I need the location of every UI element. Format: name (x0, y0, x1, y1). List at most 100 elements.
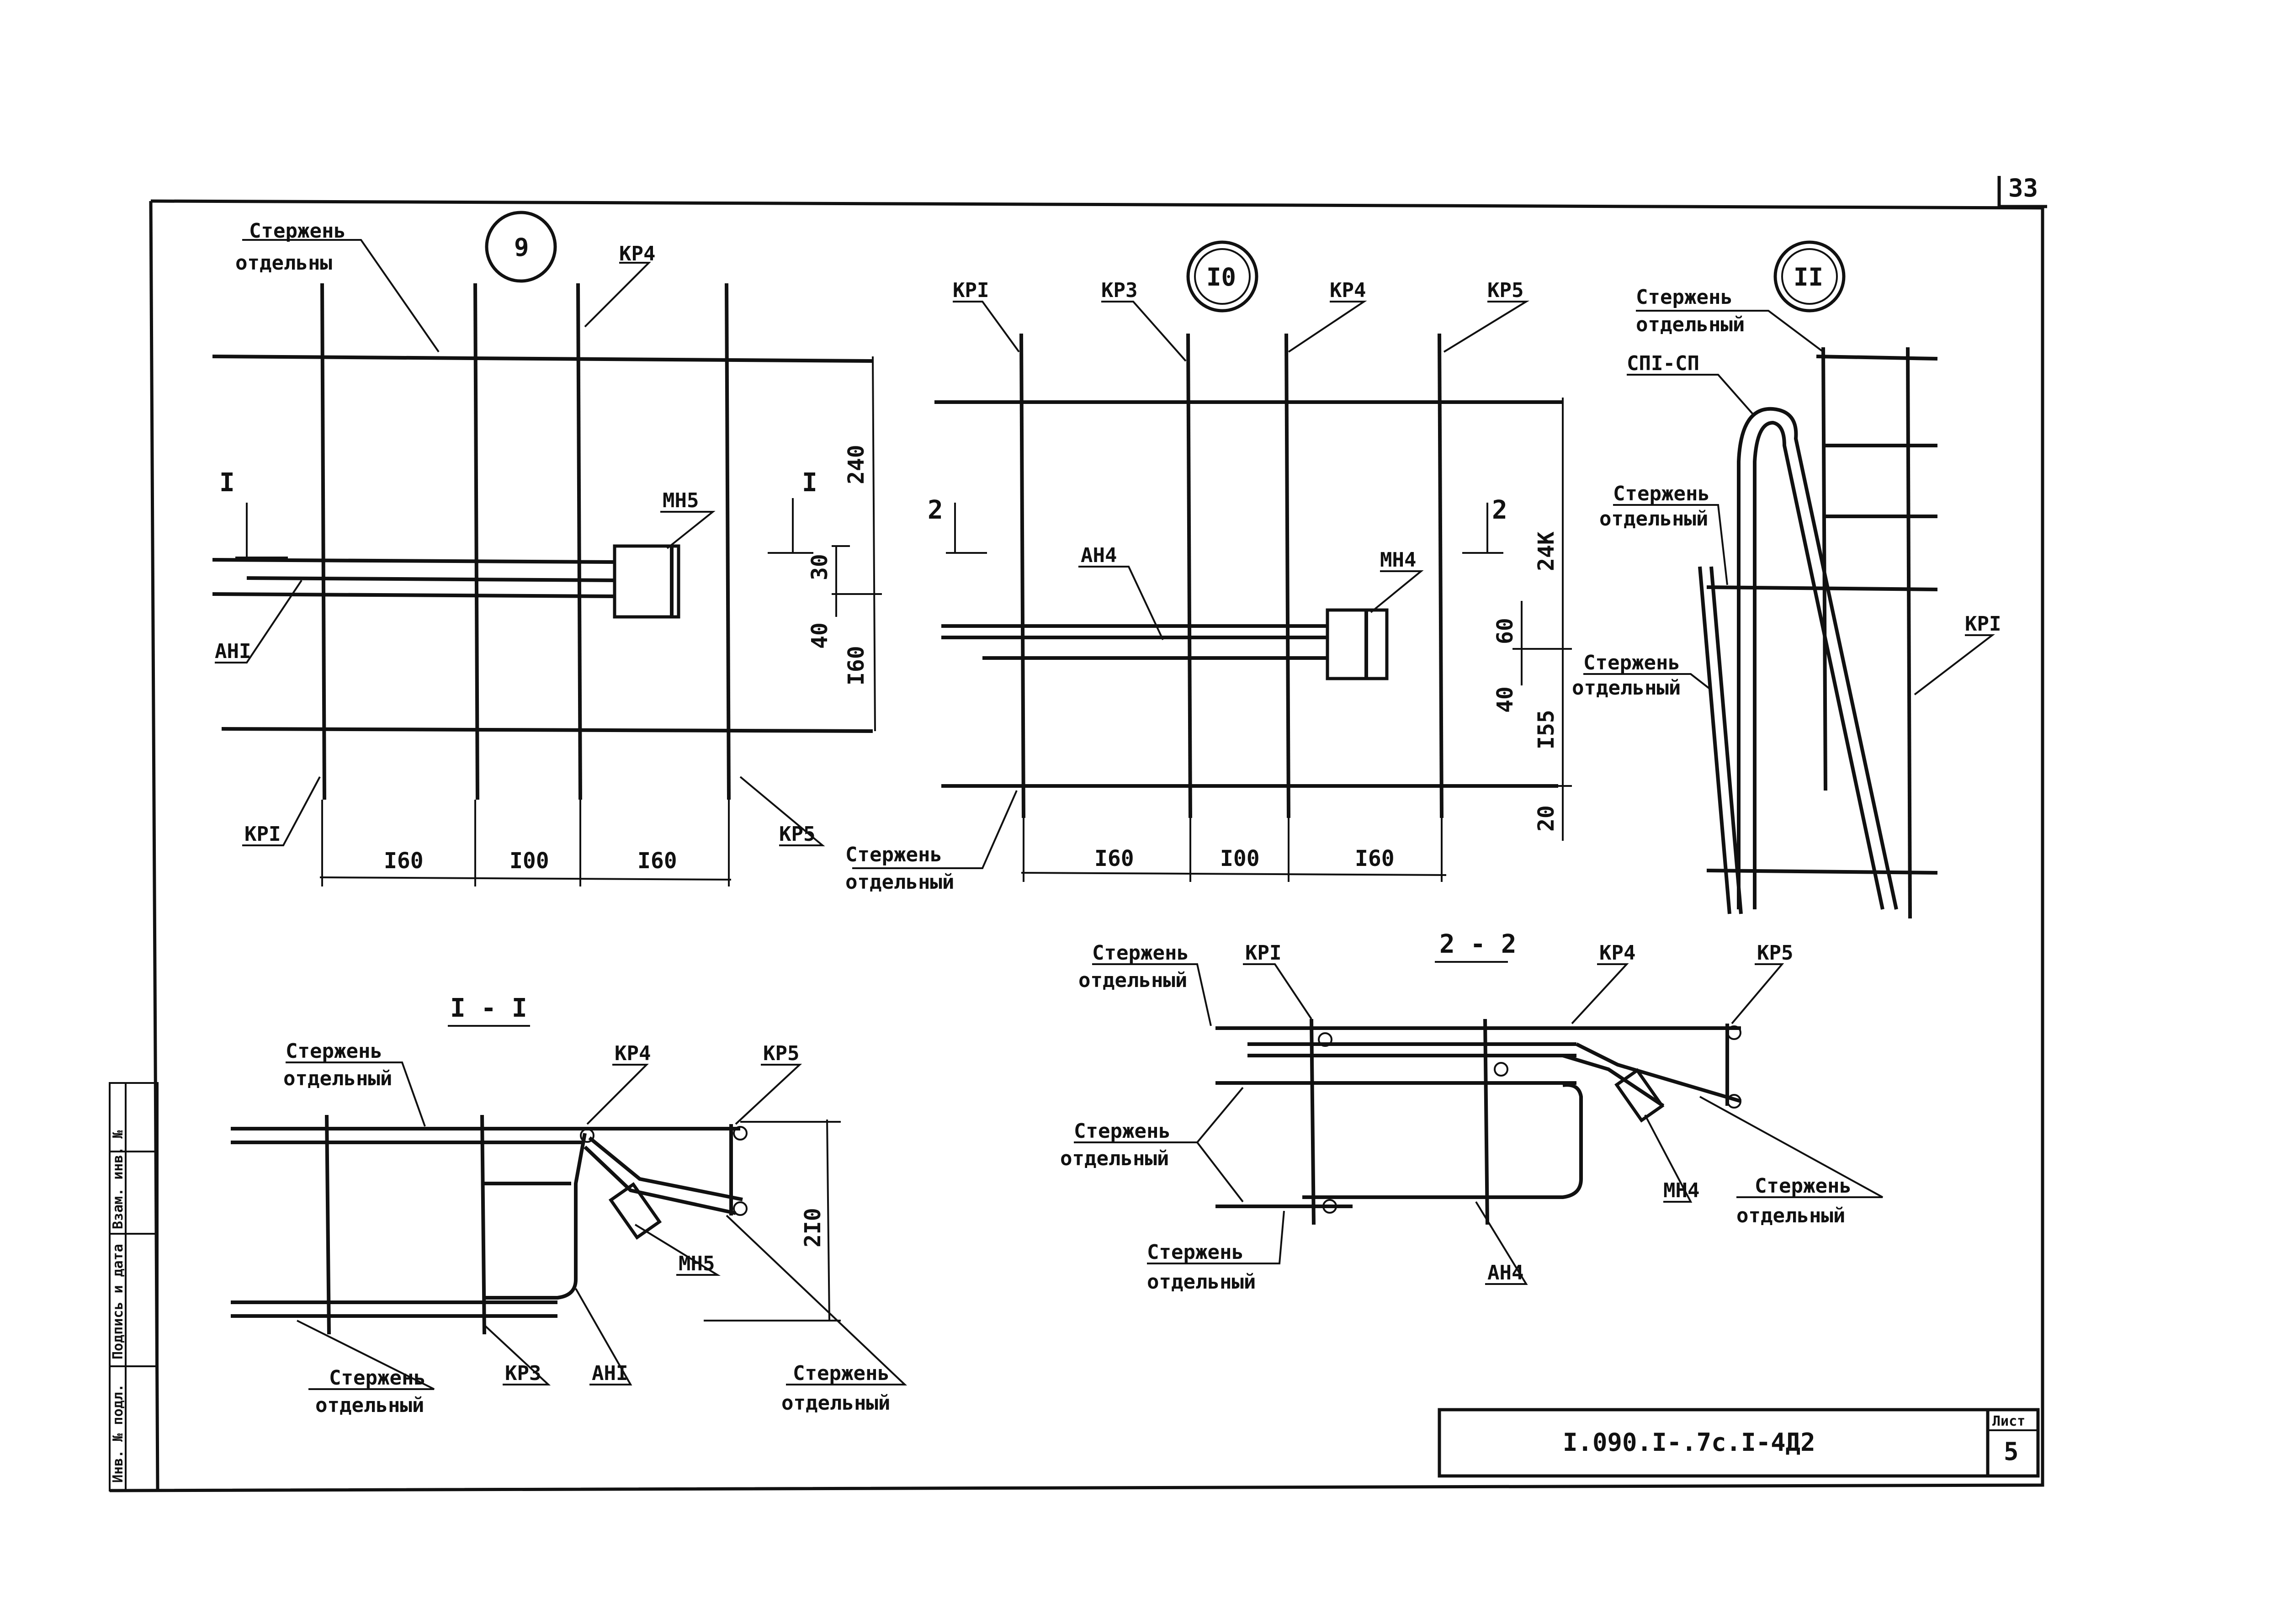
sheet-number: 5 (2004, 1437, 2019, 1466)
node-10-dim-y-3: 40 (1492, 686, 1518, 713)
node-11-rod-bot-1: Стержень (1583, 651, 1680, 674)
node-10: I0 КРI КР3 К (845, 240, 1572, 894)
node-10-dim-y-2: 60 (1492, 618, 1518, 644)
section-2-rod-l-1: Стержень (1074, 1120, 1171, 1143)
node-10-dim-y-4: I55 (1534, 710, 1559, 749)
node-9-leaders (215, 239, 825, 846)
node-11-spi: СПI-СП (1627, 352, 1699, 375)
node-11-rod-top-2: отдельный (1636, 313, 1745, 336)
section-2-kp1: КРI (1245, 941, 1281, 965)
node-9-dim-x-1: I60 (384, 848, 424, 874)
section-2-rod-top-2: отдельный (1078, 969, 1187, 992)
node-10-dim-x-2: I00 (1220, 846, 1260, 871)
section-2-kp4: КР4 (1599, 941, 1635, 965)
node-9-dim-y-2: 30 (807, 554, 833, 580)
node-10-kp1: КРI (953, 279, 989, 302)
node-9-kp4: КР4 (619, 242, 655, 265)
node-10-cut-left: 2 (928, 495, 943, 525)
section-2-mn4: МН4 (1663, 1179, 1699, 1202)
node-11-leaders (1583, 310, 1995, 695)
node-9-kp5: КР5 (779, 823, 815, 846)
mn4-plate (1326, 608, 1389, 680)
drawing-frame (109, 176, 2047, 1492)
node-9-kp1: КРI (244, 823, 281, 846)
node-10-number: I0 (1206, 263, 1236, 292)
section-2-rod-r-2: отдельный (1736, 1204, 1845, 1227)
node-9-cut-right: I (802, 468, 817, 498)
node-9-number: 9 (514, 233, 529, 262)
node-10-dimensions (1021, 398, 1572, 882)
node-11-rod-top-1: Стержень (1636, 286, 1733, 309)
node-10-cut-right: 2 (1492, 495, 1507, 525)
node-9-marker (485, 211, 557, 283)
node-9-dimensions (319, 356, 882, 886)
node-11-rod-mid-2: отдельный (1599, 507, 1708, 531)
node-10-mn4: МН4 (1380, 548, 1416, 572)
node-11-marker (1773, 240, 1846, 313)
node-11-number: II (1794, 263, 1823, 292)
node-9-dim-y-4: I60 (844, 646, 869, 685)
mn4-section-plate (1614, 1068, 1665, 1123)
sheet-label: Лист (1992, 1413, 2025, 1429)
section-I-rod-bl-1: Стержень (329, 1366, 426, 1390)
section-I-kp4: КР4 (615, 1042, 651, 1065)
node-10-rods (934, 333, 1563, 818)
section-I-rod-bl-2: отдельный (315, 1394, 424, 1417)
node-9: 9 Стержень отдельны (212, 211, 882, 886)
node-10-dim-x-1: I60 (1094, 846, 1134, 871)
section-2-kp5: КР5 (1757, 941, 1793, 965)
stamp-sign-date: Подпись и дата (110, 1244, 126, 1359)
section-2-rods (1215, 1019, 1742, 1225)
node-10-kp3: КР3 (1101, 279, 1137, 302)
node-9-rod-label-1: Стержень (249, 219, 346, 243)
node-10-ah4: АН4 (1081, 544, 1117, 567)
section-I-I: I - I (231, 993, 907, 1417)
section-I-kp3: КР3 (505, 1362, 541, 1385)
node-11-rods (1698, 347, 1938, 919)
node-10-rod-label-1: Стержень (845, 843, 942, 866)
stamp-inv-orig: Инв. № подл. (110, 1384, 126, 1483)
section-I-title: I - I (450, 993, 527, 1023)
mn5-section-plate (608, 1182, 662, 1240)
node-10-dim-x-3: I60 (1355, 846, 1395, 871)
binding-stamp: Инв. № подл. Подпись и дата Взам. инв. № (109, 1082, 159, 1491)
section-2-rod-l-2: отдельный (1060, 1147, 1169, 1170)
section-2-rod-r-1: Стержень (1755, 1174, 1852, 1198)
node-11-kp1: КРI (1965, 612, 2001, 636)
node-11-rod-bot-2: отдельный (1572, 676, 1681, 700)
node-9-dim-x-3: I60 (637, 848, 677, 874)
node-11-rod-mid-1: Стержень (1613, 482, 1710, 505)
node-9-ah1: АНI (215, 640, 251, 663)
node-10-kp5: КР5 (1487, 279, 1523, 302)
section-I-kp5: КР5 (763, 1042, 799, 1065)
node-10-marker (1186, 240, 1258, 313)
section-I-rod-top-1: Стержень (286, 1040, 382, 1063)
node-9-mn5: МН5 (663, 489, 699, 512)
section-I-leaders (286, 1061, 907, 1390)
section-I-rods (231, 1115, 748, 1335)
section-2-2: 2 - 2 (1060, 929, 1883, 1294)
mn5-plate (613, 544, 680, 619)
section-2-ah4: АН4 (1487, 1261, 1523, 1284)
section-I-rod-br-1: Стержень (793, 1362, 890, 1385)
section-I-dim: 2I0 (800, 1208, 826, 1247)
node-10-dim-y-5: 20 (1534, 805, 1559, 832)
section-2-rod-bot-2: отдельный (1147, 1270, 1256, 1294)
section-I-ah1: АНI (592, 1362, 628, 1385)
stamp-inv-dup: Взам. инв. № (110, 1130, 126, 1229)
node-9-cut-left: I (219, 468, 235, 498)
section-2-rod-bot-1: Стержень (1147, 1241, 1244, 1264)
section-2-rod-top-1: Стержень (1092, 941, 1189, 965)
node-9-dim-x-2: I00 (509, 848, 549, 874)
section-I-mn5: МН5 (679, 1252, 715, 1275)
section-2-title: 2 - 2 (1439, 929, 1517, 959)
section-I-rod-top-2: отдельный (283, 1067, 392, 1090)
page-number: 33 (2008, 174, 2038, 202)
node-10-leaders (852, 301, 1530, 869)
drawing-code: I.090.I-.7c.I-4Д2 (1563, 1428, 1815, 1457)
section-I-rod-br-2: отдельный (781, 1391, 890, 1415)
node-9-dim-y-3: 40 (807, 622, 833, 649)
node-9-rod-label-2: отдельны (235, 251, 332, 275)
node-10-dim-y-1: 24K (1534, 531, 1559, 571)
